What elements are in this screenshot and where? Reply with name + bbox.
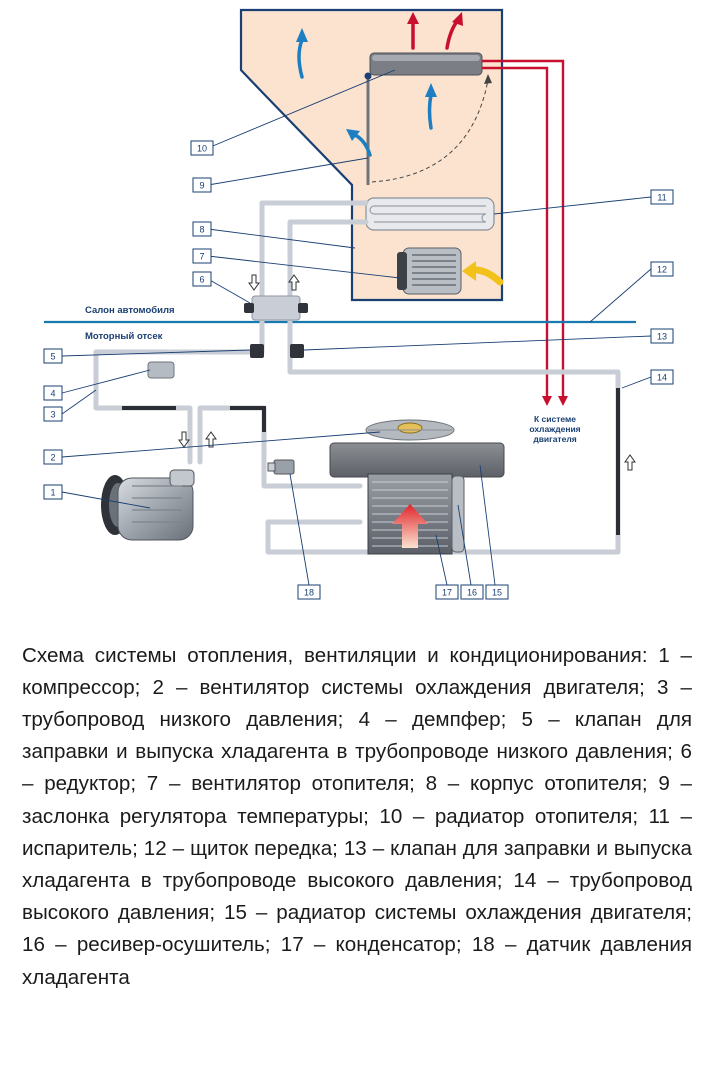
callout-11: 11 <box>657 193 666 203</box>
air-flow-arrowheads <box>296 28 437 141</box>
receiver-dryer <box>451 475 465 553</box>
air-flow-arrows <box>297 38 433 157</box>
callout-2: 2 <box>50 453 55 463</box>
direction-outline-arrows <box>178 274 636 471</box>
muffler-damper <box>147 361 175 379</box>
coolant-lines <box>482 59 565 400</box>
coolant-label-line-3: двигателя <box>533 434 576 444</box>
engine-radiator <box>329 442 505 478</box>
callout-7: 7 <box>199 252 204 262</box>
diagram-caption: Схема системы отопления, вентиляции и ко… <box>22 643 692 989</box>
coolant-label-line-1: К системе <box>534 414 576 424</box>
callout-14: 14 <box>657 373 667 383</box>
heater-fan <box>397 247 462 295</box>
callout-8: 8 <box>199 225 204 235</box>
callout-15: 15 <box>492 588 502 598</box>
callout-3: 3 <box>50 410 55 420</box>
callout-13: 13 <box>657 332 667 342</box>
coolant-arrowhead <box>542 396 552 406</box>
fan-intake-arrowhead <box>462 261 476 281</box>
callout-1: 1 <box>50 488 55 498</box>
callout-5: 5 <box>50 352 55 362</box>
heat-flow-arrow <box>392 504 428 548</box>
callout-9: 9 <box>199 181 204 191</box>
zone-label-cabin: Салон автомобиля <box>85 305 175 316</box>
pressure-sensor <box>267 459 295 475</box>
pipe-braided-sections <box>122 388 620 535</box>
damper-swing-arc <box>371 79 489 183</box>
damper-pivot <box>364 72 372 80</box>
damper-arc-arrowhead <box>484 74 492 84</box>
heater-core-highlight <box>372 55 480 61</box>
callout-10: 10 <box>197 144 207 154</box>
expansion-valve-right-cap <box>298 303 308 313</box>
callout-16: 16 <box>467 588 477 598</box>
compressor <box>101 469 195 541</box>
callout-4: 4 <box>50 389 55 399</box>
callout-17: 17 <box>442 588 452 598</box>
zone-label-engine: Моторный отсек <box>85 331 163 342</box>
engine-cooling-fan <box>365 419 455 441</box>
callout-12: 12 <box>657 265 667 275</box>
hvac-diagram: Салон автомобиля Моторный отсек К систем… <box>43 8 674 600</box>
high-pressure-valve <box>290 344 304 358</box>
callout-6: 6 <box>199 275 204 285</box>
expansion-valve-left-cap <box>244 303 254 313</box>
low-pressure-valve <box>250 344 264 358</box>
coolant-arrowhead-2 <box>558 396 568 406</box>
callout-18: 18 <box>304 588 314 598</box>
expansion-valve <box>251 295 301 321</box>
coolant-label-line-2: охлаждения <box>529 424 580 434</box>
evaporator-coils <box>369 205 487 223</box>
warm-air-arrowheads <box>407 12 463 26</box>
callout-leader-lines <box>61 69 652 586</box>
